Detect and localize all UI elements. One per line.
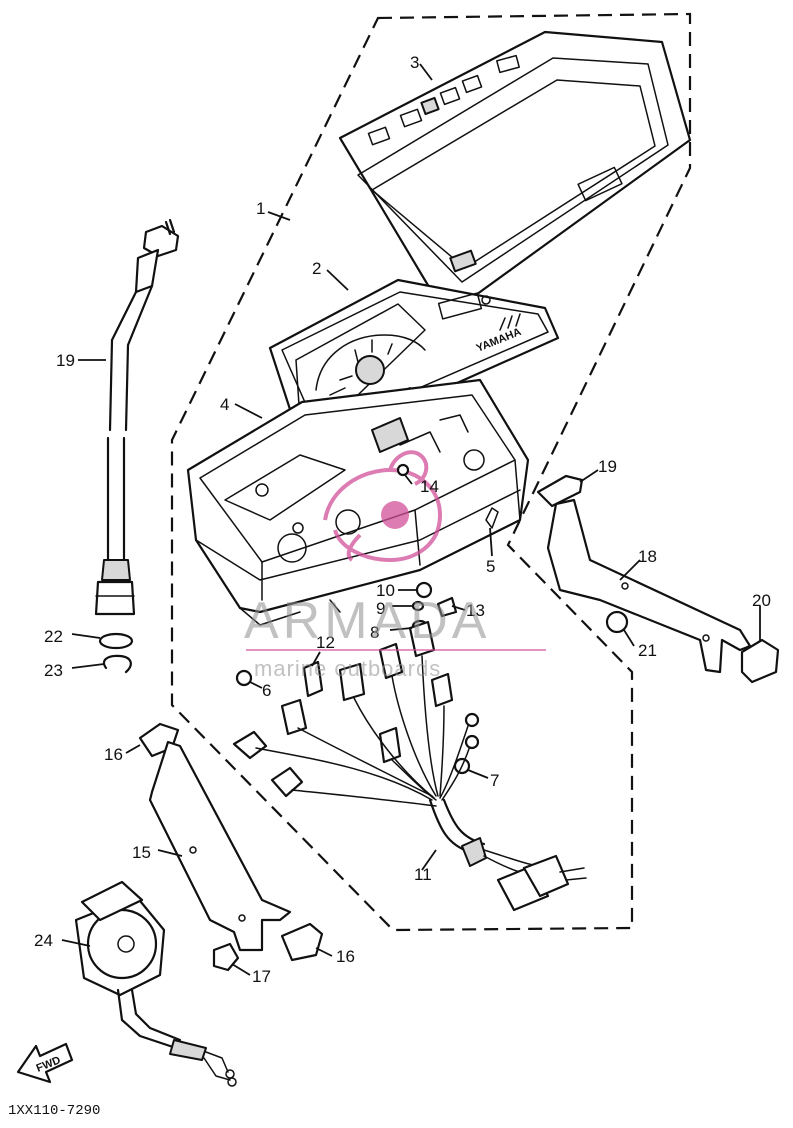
part-5-screw bbox=[485, 507, 499, 529]
callout-12: 12 bbox=[316, 633, 335, 652]
callout-9: 9 bbox=[376, 599, 385, 618]
callout-21: 19 bbox=[56, 351, 75, 370]
part-10-bulb bbox=[415, 581, 433, 599]
callout-19-bottom: 20 bbox=[752, 591, 771, 610]
part-16-grommet-right bbox=[280, 922, 324, 962]
part-4-meter-case bbox=[186, 378, 530, 626]
callout-15: 15 bbox=[132, 843, 151, 862]
part-24-buzzer bbox=[74, 880, 237, 1087]
part-19-grommet-bottom bbox=[740, 638, 780, 684]
part-11-wire-harness bbox=[232, 620, 587, 912]
callout-18: 18 bbox=[638, 547, 657, 566]
part-21-speedometer-cable bbox=[94, 218, 180, 616]
watermark-logo bbox=[323, 450, 443, 563]
callout-6: 6 bbox=[262, 681, 271, 700]
callout-7: 7 bbox=[490, 771, 499, 790]
callout-3: 3 bbox=[410, 53, 419, 72]
callout-20: 21 bbox=[638, 641, 657, 660]
part-9-bulb bbox=[411, 600, 425, 612]
callout-14: 14 bbox=[420, 477, 439, 496]
callout-10: 10 bbox=[376, 581, 395, 600]
callout-16-left: 16 bbox=[104, 745, 123, 764]
part-23-clip bbox=[102, 654, 132, 674]
callout-4: 4 bbox=[220, 395, 229, 414]
part-18-bracket bbox=[546, 498, 752, 674]
part-22-washer bbox=[98, 632, 134, 650]
part-13-bulb bbox=[436, 596, 458, 618]
part-6-nut bbox=[235, 669, 253, 687]
callout-labels: 3 2 1 4 19 14 19 5 18 20 21 22 23 10 9 8… bbox=[34, 53, 771, 986]
part-3-meter-cover bbox=[338, 30, 692, 307]
callout-1: 1 bbox=[256, 199, 265, 218]
part-20-nut bbox=[605, 610, 629, 634]
callout-23: 23 bbox=[44, 661, 63, 680]
assembly-boundary bbox=[170, 12, 692, 932]
leader-lines bbox=[61, 63, 761, 976]
callout-13: 13 bbox=[466, 601, 485, 620]
diagram-code: 1XX110-7290 bbox=[8, 1103, 100, 1119]
part-14-screw bbox=[396, 463, 410, 477]
part-15-bracket bbox=[148, 740, 292, 952]
watermark-tagline: marine outboards bbox=[254, 656, 441, 681]
callout-17: 17 bbox=[252, 967, 271, 986]
fwd-direction-arrow: FWD bbox=[16, 1042, 74, 1084]
callout-24: 24 bbox=[34, 931, 53, 950]
callout-11: 11 bbox=[414, 865, 432, 884]
callout-22: 22 bbox=[44, 627, 63, 646]
callout-16-right: 16 bbox=[336, 947, 355, 966]
callout-2: 2 bbox=[312, 259, 321, 278]
callout-19-top: 19 bbox=[598, 457, 617, 476]
watermark-brand: ARMADA bbox=[244, 592, 490, 650]
part-19-grommet-top bbox=[536, 474, 584, 508]
callout-8: 8 bbox=[370, 623, 379, 642]
callout-5: 5 bbox=[486, 557, 495, 576]
